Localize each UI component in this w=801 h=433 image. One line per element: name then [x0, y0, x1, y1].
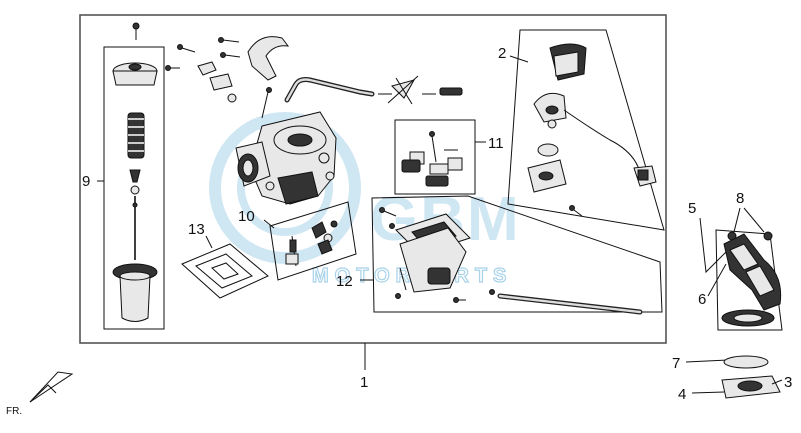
- throttle-link: [197, 61, 217, 76]
- callout-12: 12: [336, 273, 353, 290]
- vacuum-slide: [119, 275, 151, 322]
- jet-group: 10: [238, 201, 357, 281]
- carburetor-body: [235, 87, 337, 205]
- float-bowl-gasket-group: 13: [181, 221, 269, 299]
- float-valve-box: [394, 119, 476, 195]
- callout-13: 13: [188, 221, 205, 238]
- cable-bracket: [247, 36, 290, 81]
- callout-6: 6: [698, 291, 706, 308]
- callout-2: 2: [498, 45, 506, 62]
- callout-10: 10: [238, 208, 255, 225]
- float-bowl-box: [371, 195, 663, 313]
- float-pin: [425, 175, 449, 187]
- slide-valve-box: [103, 46, 165, 330]
- vent-hose: [284, 75, 463, 105]
- auto-choke-box: [507, 29, 665, 231]
- callout-1: 1: [360, 374, 368, 391]
- gasket-box: [181, 243, 269, 299]
- callout-11: 11: [488, 135, 504, 152]
- slide-spring: [127, 112, 145, 159]
- intake-manifold-group: 5 8 6 7 4 3: [672, 190, 792, 403]
- callout-8: 8: [736, 190, 744, 207]
- jet-group-box: [269, 201, 357, 281]
- linkage-hardware: [165, 36, 290, 103]
- callout-4: 4: [678, 386, 686, 403]
- callout-9: 9: [82, 173, 90, 190]
- insulator-gasket: [723, 355, 769, 369]
- needle-seat: [129, 169, 141, 183]
- slide-valve-group: 9: [82, 22, 165, 330]
- choke-wire: [563, 109, 641, 173]
- callout-3: 3: [784, 374, 792, 391]
- float-valve-group: 11: [394, 119, 504, 195]
- front-label: FR.: [6, 406, 22, 417]
- callout-7: 7: [672, 355, 680, 372]
- main-assembly-callout: 1: [360, 343, 368, 391]
- top-screw: [132, 22, 140, 30]
- callout-5: 5: [688, 200, 696, 217]
- assembly-frame: [79, 14, 667, 344]
- float-bowl-gasket: [195, 253, 253, 289]
- intake-box: [715, 229, 783, 331]
- front-arrow-icon: [29, 371, 74, 403]
- float-bowl-group: 12: [336, 195, 663, 315]
- front-direction-indicator: FR.: [6, 371, 74, 417]
- auto-choke-group: 2: [498, 29, 665, 231]
